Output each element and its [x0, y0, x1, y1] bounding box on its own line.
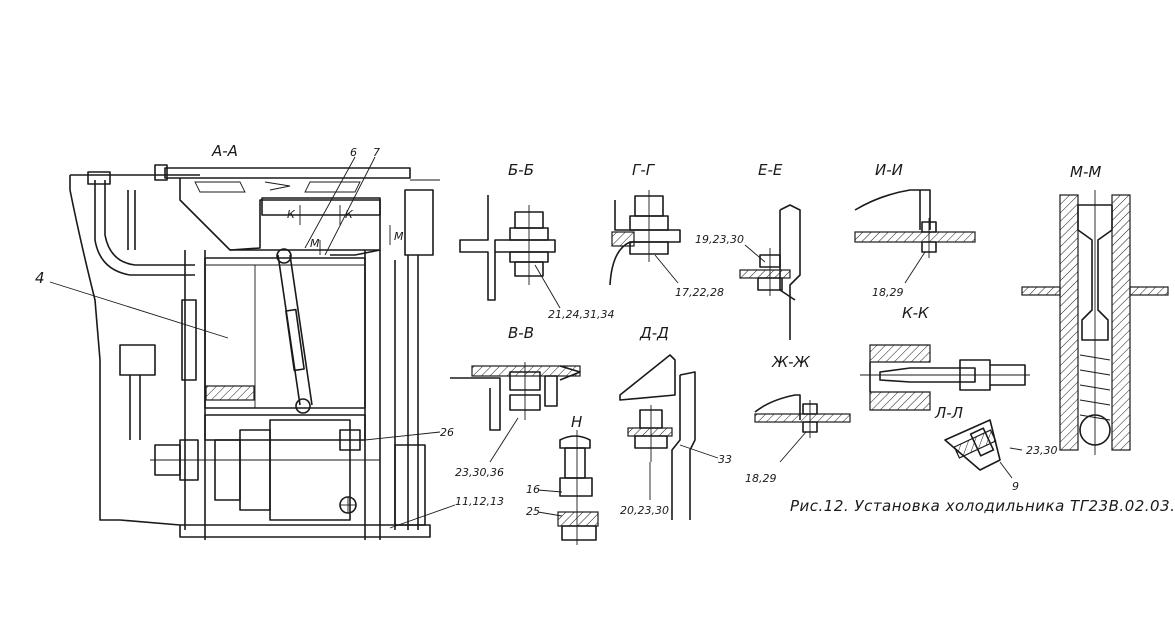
view-mark-m1: М: [310, 237, 320, 250]
section-label-ll: Л-Л: [934, 404, 963, 422]
callout-11-12-13: 11,12,13: [455, 495, 504, 508]
callout-25: 25: [526, 505, 540, 518]
detail-dd: [619, 354, 719, 520]
view-mark-m2: М: [394, 230, 404, 243]
view-mark-k2: К: [345, 208, 354, 221]
section-label-mm: М-М: [1070, 163, 1101, 181]
callout-18-29-ii: 18,29: [872, 286, 904, 299]
callout-19-23-30: 19,23,30: [695, 233, 744, 246]
detail-mm: [1021, 190, 1169, 455]
detail-zhzh: [754, 394, 851, 463]
section-label-zhzh: Ж-Ж: [771, 353, 811, 371]
labels: А-А Б-Б Г-Г Е-Е И-И М-М В-В Д-Д Ж-Ж К-К …: [35, 142, 1175, 518]
detail-ii: [854, 189, 976, 284]
detail-ll: [944, 419, 1023, 479]
detail-bb: [459, 195, 561, 309]
callout-4: 4: [35, 269, 45, 287]
section-label-n: Н: [571, 413, 582, 431]
detail-vv: [450, 362, 581, 463]
detail-kk: [860, 344, 1030, 411]
section-label-aa: А-А: [211, 142, 238, 160]
section-label-ii: И-И: [875, 161, 903, 179]
callout-21-24-31-34: 21,24,31,34: [548, 308, 614, 321]
callout-18-29-zhzh: 18,29: [745, 472, 777, 485]
section-label-gg: Г-Г: [632, 161, 656, 179]
callout-20-23-30: 20,23,30: [620, 504, 669, 517]
callout-16: 16: [526, 483, 540, 496]
section-label-dd: Д-Д: [639, 324, 669, 342]
section-label-ee: Е-Е: [758, 161, 783, 179]
main-assembly-view: [49, 156, 456, 540]
view-mark-k1: К: [287, 208, 296, 221]
callout-17-22-28: 17,22,28: [675, 286, 724, 299]
callout-6: 6: [350, 146, 357, 159]
callout-23-30-36: 23,30,36: [455, 466, 504, 479]
detail-gg: [609, 190, 681, 286]
callout-9: 9: [1012, 480, 1019, 493]
detail-ee: [739, 204, 801, 340]
detail-n: [537, 430, 599, 545]
section-label-vv: В-В: [508, 324, 534, 342]
section-label-kk: К-К: [902, 304, 930, 322]
figure-caption: Рис.12. Установка холодильника ТГ23В.02.…: [790, 497, 1175, 515]
callout-33: 33: [718, 453, 732, 466]
callout-26: 26: [440, 426, 454, 439]
section-label-bb: Б-Б: [508, 161, 534, 179]
callout-7: 7: [373, 146, 380, 159]
callout-23-30: 23,30: [1026, 444, 1058, 457]
